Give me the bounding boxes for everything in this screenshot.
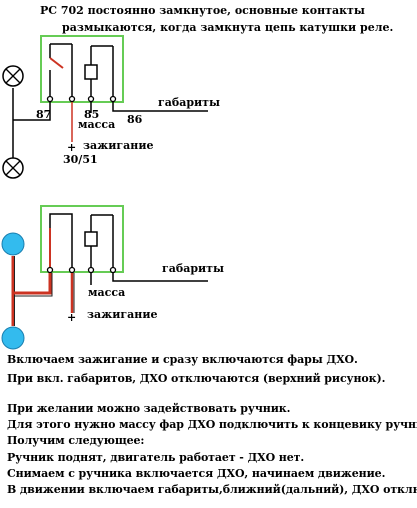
bottom-wire-87-shadow bbox=[15, 273, 53, 297]
top-label-85: 85 bbox=[84, 108, 99, 121]
bottom-relay-coil bbox=[84, 231, 98, 247]
top-wire-86 bbox=[112, 102, 208, 112]
top-relay-housing bbox=[40, 35, 124, 103]
top-label-plus: + bbox=[67, 141, 76, 154]
text-line: Ручник поднят, двигатель работает - ДХО … bbox=[7, 451, 305, 464]
bottom-switch-wire bbox=[49, 213, 73, 268]
top-label-87: 87 bbox=[36, 108, 51, 121]
top-lamp-1-cross bbox=[5, 68, 21, 84]
header-line-2: размыкаются, когда замкнута цепь катушки… bbox=[62, 21, 393, 34]
top-terminal-87 bbox=[46, 95, 54, 103]
bottom-lamp-2 bbox=[1, 326, 25, 350]
bottom-lamp-1 bbox=[1, 232, 25, 256]
bottom-wire-86 bbox=[112, 273, 208, 282]
top-label-30-51: 30/51 bbox=[63, 153, 98, 166]
top-terminal-30 bbox=[68, 95, 76, 103]
text-line: При желании можно задействовать ручник. bbox=[7, 402, 291, 415]
bottom-terminal-85 bbox=[87, 266, 95, 274]
top-wire-87 bbox=[13, 102, 51, 121]
bottom-terminal-87 bbox=[46, 266, 54, 274]
top-label-massa: масса bbox=[78, 118, 115, 131]
bottom-terminal-30 bbox=[68, 266, 76, 274]
bottom-label-plus: + bbox=[67, 311, 76, 324]
top-lamp-2-cross bbox=[5, 160, 21, 176]
bottom-diagram: габариты масса зажигание + bbox=[1, 205, 224, 350]
text-line: Снимаем с ручника включается ДХО, начина… bbox=[7, 467, 386, 480]
bottom-wire-87 bbox=[13, 273, 52, 295]
bottom-relay-housing bbox=[40, 205, 124, 273]
bottom-label-gabarity: габариты bbox=[162, 262, 224, 275]
text-line: Для этого нужно массу фар ДХО подключить… bbox=[7, 418, 417, 431]
text-line: При вкл. габаритов, ДХО отключаются (вер… bbox=[7, 372, 386, 385]
text-line: В движении включаем габариты,ближний(дал… bbox=[7, 483, 417, 496]
text-line: Включаем зажигание и сразу включаются фа… bbox=[7, 353, 358, 366]
top-switch-blade bbox=[49, 57, 64, 69]
top-terminal-86 bbox=[109, 95, 117, 103]
top-label-zazhiganie: зажигание bbox=[83, 139, 154, 152]
top-diagram: габариты 87 85 86 масса зажигание + 30/5… bbox=[2, 35, 220, 179]
top-terminal-85 bbox=[87, 95, 95, 103]
top-label-86: 86 bbox=[127, 113, 143, 126]
top-label-gabarity: габариты bbox=[158, 96, 220, 109]
top-relay-coil bbox=[84, 64, 98, 80]
bottom-label-massa: масса bbox=[88, 286, 125, 299]
bottom-label-zazhiganie: зажигание bbox=[87, 308, 158, 321]
bottom-terminal-86 bbox=[109, 266, 117, 274]
header-line-1: РС 702 постоянно замкнутое, основные кон… bbox=[40, 4, 365, 17]
text-line: Получим следующее: bbox=[7, 434, 145, 447]
